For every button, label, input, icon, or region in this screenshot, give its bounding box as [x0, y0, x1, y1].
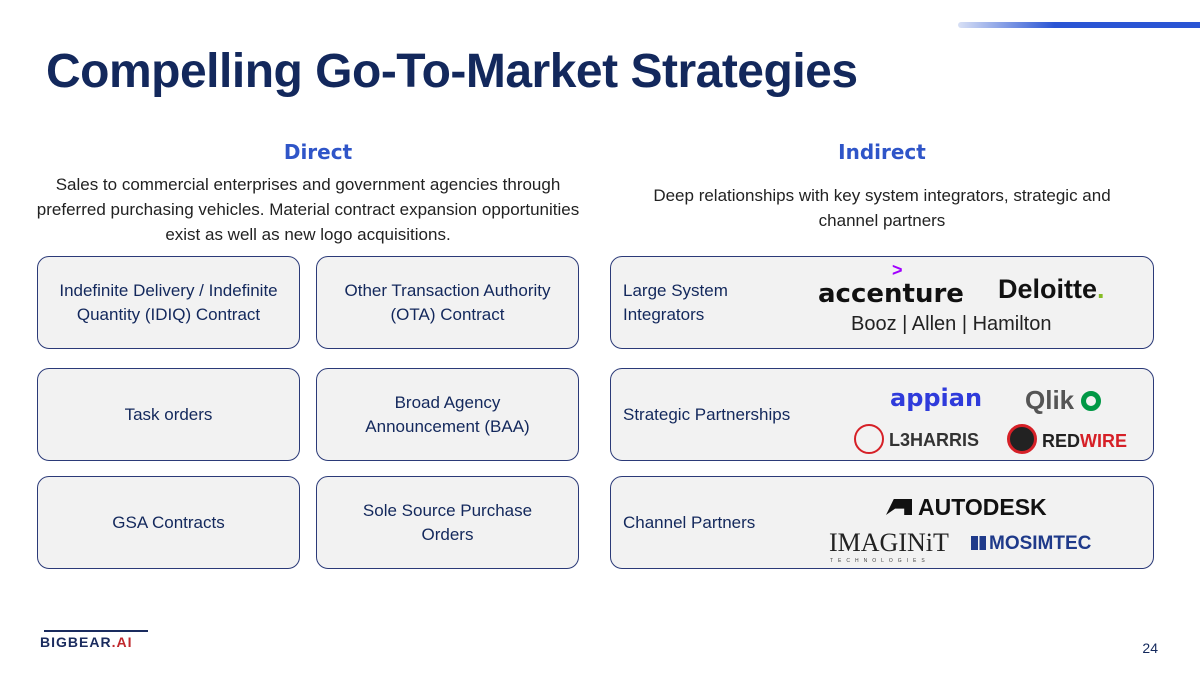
footer-logo-swoosh [44, 630, 148, 632]
box-label: Broad Agency Announcement (BAA) [365, 392, 530, 436]
qlik-icon [1081, 391, 1102, 411]
box-label: Channel Partners [623, 512, 756, 532]
page-title: Compelling Go-To-Market Strategies [46, 45, 858, 98]
decorative-stripe [958, 22, 1200, 28]
redwire-logo: REDWIRE [1042, 431, 1128, 451]
mosimtec-logo: MOSIMTEC [989, 533, 1092, 554]
l3harris-globe-icon [854, 424, 884, 454]
redwire-icon [1007, 424, 1037, 454]
page-number: 24 [1142, 640, 1158, 656]
deloitte-logo: Deloitte. [998, 274, 1105, 304]
imaginit-subtitle: TECHNOLOGIES [830, 558, 930, 564]
box-label: Task orders [124, 404, 213, 424]
bigbear-logo: BIGBEAR.AI [40, 634, 133, 650]
sole-source-box: Sole Source Purchase Orders [316, 476, 579, 569]
booz-allen-logo: Booz | Allen | Hamilton [851, 313, 1052, 335]
strategic-partnerships-box: Strategic Partnerships [610, 368, 1154, 461]
box-label: Other Transaction Authority (OTA) Contra… [344, 280, 551, 324]
idiq-box: Indefinite Delivery / Indefinite Quantit… [37, 256, 300, 349]
box-label: Large System Integrators [623, 280, 728, 324]
indirect-description: Deep relationships with key system integ… [653, 186, 1111, 230]
mosimtec-icon [971, 536, 986, 550]
qlik-text: Qlik [1025, 385, 1075, 415]
gsa-box: GSA Contracts [37, 476, 300, 569]
system-integrators-box: Large System Integrators [610, 256, 1154, 349]
direct-heading: Direct [283, 140, 353, 164]
box-label: Indefinite Delivery / Indefinite Quantit… [59, 280, 278, 324]
box-label: Sole Source Purchase Orders [362, 500, 533, 544]
l3harris-logo: L3HARRIS [889, 430, 980, 450]
appian-logo: appian [890, 384, 983, 412]
baa-box: Broad Agency Announcement (BAA) [316, 368, 579, 461]
channel-partners-box: Channel Partners [610, 476, 1154, 569]
autodesk-logo: AUTODESK [918, 494, 1047, 520]
indirect-heading: Indirect [838, 140, 926, 164]
box-label: GSA Contracts [112, 512, 225, 532]
accenture-logo: accenture [818, 279, 964, 309]
direct-description: Sales to commercial enterprises and gove… [36, 175, 580, 244]
accenture-chevron-icon: > [892, 260, 903, 280]
ota-box: Other Transaction Authority (OTA) Contra… [316, 256, 579, 349]
box-label: Strategic Partnerships [623, 404, 791, 424]
imaginit-logo: IMAGINiT [829, 528, 949, 557]
qlik-logo: Qlik [1025, 385, 1102, 415]
task-orders-box: Task orders [37, 368, 300, 461]
